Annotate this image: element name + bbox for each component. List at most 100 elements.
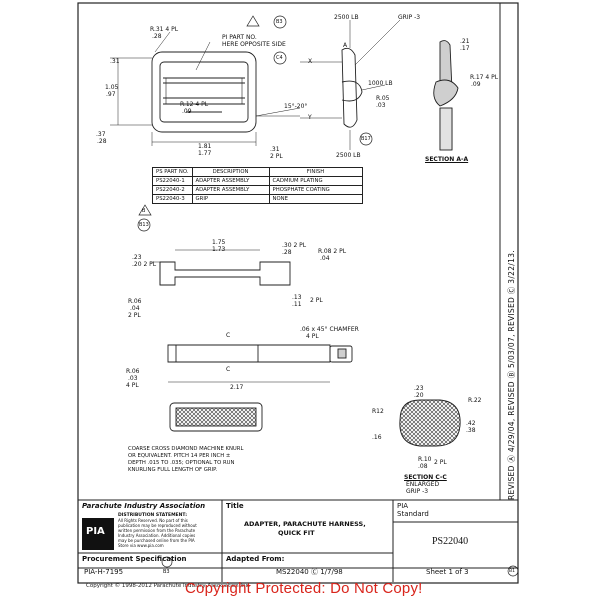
flag-b3: B3 bbox=[276, 19, 283, 25]
std-line-2: Standard bbox=[397, 510, 429, 518]
dist-line: All Rights Reserved. No part of this bbox=[118, 518, 188, 523]
mid-dim13-2pl: 2 PL bbox=[310, 297, 323, 304]
table-header-cell: PS PART NO. bbox=[152, 167, 193, 177]
mid-dim173: 1.73 bbox=[212, 246, 226, 253]
mid-dim13: .13 bbox=[292, 294, 302, 301]
sec-c-r12: R12 bbox=[372, 408, 384, 415]
sec-c-dim38: .38 bbox=[466, 427, 476, 434]
mid-dim175: 1.75 bbox=[212, 239, 226, 246]
chamfer-label: .06 x 45° CHAMFER bbox=[300, 326, 359, 333]
std-line-1: PIA bbox=[397, 502, 409, 510]
r-side-sub: .03 bbox=[376, 102, 386, 109]
mid-r06-2pl: 2 PL bbox=[128, 312, 141, 319]
pia-logo bbox=[82, 518, 114, 550]
proc-label: Procurement Specification bbox=[82, 555, 187, 563]
lower-r06b: .03 bbox=[128, 375, 138, 382]
title-line-2: QUICK FIT bbox=[278, 529, 315, 537]
table-cell: ADAPTER ASSEMBLY bbox=[191, 185, 270, 195]
r-top-sub: .28 bbox=[152, 33, 162, 40]
logo-text: PIA bbox=[86, 526, 105, 537]
sheet-number: Sheet 1 of 3 bbox=[426, 568, 469, 576]
dist-heading: DISTRIBUTION STATEMENT: bbox=[118, 513, 188, 518]
sec-c-caption: SECTION C-C bbox=[404, 474, 447, 481]
sec-c-enlarged: ENLARGED bbox=[406, 481, 440, 488]
part-note: PI PART NO. bbox=[222, 34, 257, 41]
table-cell: GRIP bbox=[191, 194, 270, 204]
grip-label: GRIP -3 bbox=[398, 14, 421, 21]
dim-2pl: 2 PL bbox=[270, 153, 283, 160]
r-inner-sub: .09 bbox=[182, 108, 192, 115]
dim-105b: .97 bbox=[106, 91, 116, 98]
dist-line: Store via www.pia.com bbox=[118, 543, 164, 548]
sec-a-caption: SECTION A-A bbox=[425, 156, 469, 163]
c-label-top: C bbox=[226, 332, 231, 339]
dim-31: .31 bbox=[110, 58, 120, 65]
flag-b13: B13 bbox=[139, 222, 149, 228]
dist-line: publication may be reproduced without bbox=[118, 523, 197, 528]
r-inner: R.12 4 PL bbox=[180, 101, 209, 108]
sec-c-r10b: .08 bbox=[418, 463, 428, 470]
dim-37b: .28 bbox=[97, 138, 107, 145]
title-line-1: ADAPTER, PARACHUTE HARNESS, bbox=[244, 520, 366, 528]
mid-dim23: .23 bbox=[132, 254, 142, 261]
table-cell: PS22040-1 bbox=[152, 176, 193, 186]
dim-31b: .31 bbox=[270, 146, 280, 153]
dim-177: 1.77 bbox=[198, 150, 212, 157]
mid-r08b: .04 bbox=[320, 255, 330, 262]
revision-note: REVISED Ⓐ 4/29/04, REVISED Ⓑ 5/03/07, RE… bbox=[507, 250, 516, 500]
copyright-watermark: Copyright Protected: Do Not Copy! bbox=[185, 580, 423, 597]
dist-line: Industry Association. Additional copies bbox=[118, 533, 196, 538]
table-cell: ADAPTER ASSEMBLY bbox=[191, 176, 270, 186]
flag-a: A bbox=[343, 42, 348, 49]
proc-flag: B3 bbox=[163, 569, 170, 575]
sec-c-r10: R.10 bbox=[418, 456, 432, 463]
dim-181: 1.81 bbox=[198, 143, 212, 150]
load-top: 2500 LB bbox=[334, 14, 359, 21]
lower-dim217: 2.17 bbox=[230, 384, 244, 391]
sec-a-dim17: .17 bbox=[460, 45, 470, 52]
adapted-label: Adapted From: bbox=[226, 555, 285, 563]
dist-line: may be purchased online from the PIA bbox=[118, 538, 195, 543]
copyright-small: Copyright © 1998-2012 Parachute Industry… bbox=[86, 583, 251, 589]
parts-table: PS PART NO. DESCRIPTION FINISH PS22040-1… bbox=[152, 167, 363, 204]
sec-c-dim20: .20 bbox=[414, 392, 424, 399]
mid-r06: R.06 bbox=[128, 298, 142, 305]
title-label: Title bbox=[226, 502, 244, 510]
dim-37: .37 bbox=[96, 131, 106, 138]
org-name: Parachute Industry Association bbox=[82, 502, 206, 510]
mid-r08: R.08 2 PL bbox=[318, 248, 347, 255]
flag-b17: B17 bbox=[361, 136, 371, 142]
chamfer-pl: 4 PL bbox=[306, 333, 319, 340]
mid-dim2pl: .20 2 PL bbox=[132, 261, 157, 268]
table-header-row: PS PART NO. DESCRIPTION FINISH bbox=[152, 167, 363, 177]
flag-c4: C4 bbox=[276, 55, 283, 61]
table-cell: PHOSPHATE COATING bbox=[268, 185, 363, 195]
table-row: PS22040-3 GRIP NONE bbox=[152, 194, 363, 204]
flag-b: B bbox=[142, 208, 146, 214]
knurl-note-line: OR EQUIVALENT. PITCH 14 PER INCH ± bbox=[128, 453, 231, 459]
knurl-note-line: DEPTH .015 TO .035; OPTIONAL TO RUN bbox=[128, 460, 235, 466]
table-header-cell: DESCRIPTION bbox=[191, 167, 270, 177]
lower-r06: R.06 bbox=[126, 368, 140, 375]
sheet-flag: B1 bbox=[509, 569, 515, 574]
sec-c-r22: R.22 bbox=[468, 397, 482, 404]
dist-line: written permission from the Parachute bbox=[118, 528, 196, 533]
sec-c-grip: GRIP -3 bbox=[406, 488, 429, 495]
sec-c-dim42: .42 bbox=[466, 420, 476, 427]
mid-dim30b: .28 bbox=[282, 249, 292, 256]
c-label-bottom: C bbox=[226, 366, 231, 373]
sec-a-r17: R.17 4 PL bbox=[470, 74, 499, 81]
table-cell: NONE bbox=[268, 194, 363, 204]
dim-105: 1.05 bbox=[105, 84, 119, 91]
sec-c-dim23: .23 bbox=[414, 385, 424, 392]
lower-r4pl: 4 PL bbox=[126, 382, 139, 389]
sec-c-r2pl: 2 PL bbox=[434, 459, 447, 466]
mid-dim30: .30 2 PL bbox=[282, 242, 307, 249]
adapted-value: MS22040 Ⓒ 1/7/98 bbox=[276, 568, 343, 576]
table-cell: CADMIUM PLATING bbox=[268, 176, 363, 186]
mid-r06b: .04 bbox=[130, 305, 140, 312]
table-header-cell: FINISH bbox=[268, 167, 363, 177]
table-row: PS22040-1 ADAPTER ASSEMBLY CADMIUM PLATI… bbox=[152, 176, 363, 186]
